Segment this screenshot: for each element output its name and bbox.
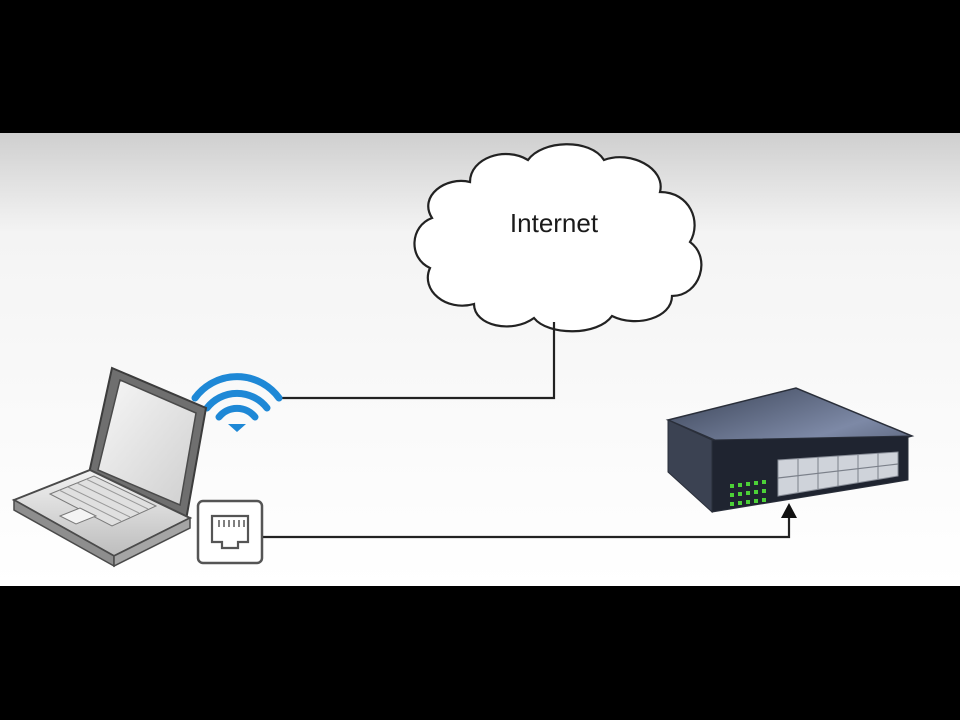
network-switch-icon [665, 387, 915, 514]
internet-label: Internet [509, 208, 599, 238]
arrowhead-icon [781, 503, 797, 518]
wifi-internet-link [276, 322, 556, 400]
ethernet-port-icon [196, 499, 264, 565]
laptop-icon [11, 366, 208, 568]
ethernet-switch-link [262, 512, 791, 539]
wifi-icon [191, 373, 283, 432]
cloud-icon [413, 143, 703, 333]
